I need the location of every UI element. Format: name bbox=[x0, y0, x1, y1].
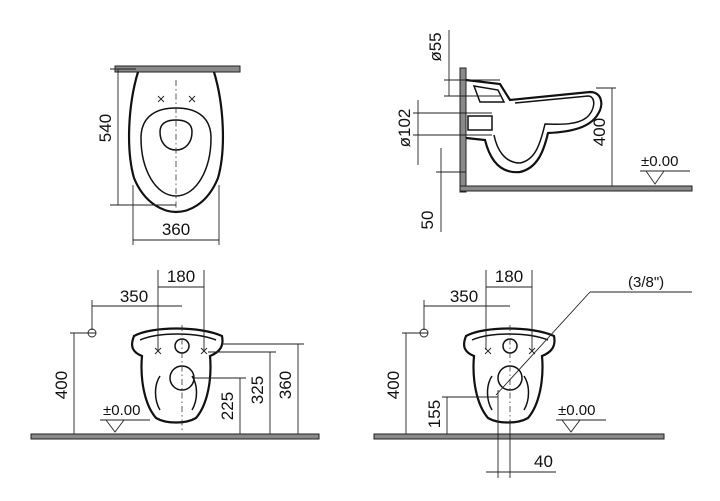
front-left-outlet-height: 225 bbox=[218, 392, 237, 420]
side-view-bowl-outline bbox=[465, 78, 603, 174]
front-left-floor-level: ±0.00 bbox=[103, 402, 140, 419]
front-left-floor bbox=[30, 433, 320, 440]
front-right-center-spacing: 180 bbox=[495, 267, 523, 286]
side-view-inlet bbox=[472, 85, 506, 103]
front-right-side-distance: 350 bbox=[450, 287, 478, 306]
top-view-bolt-left bbox=[157, 95, 165, 103]
top-view-bolt-right bbox=[188, 95, 196, 103]
front-left-bolt-height-a: 325 bbox=[248, 376, 267, 404]
side-view-height: 400 bbox=[590, 118, 609, 146]
side-view-offset: 50 bbox=[418, 211, 437, 230]
front-right-offset: 40 bbox=[534, 452, 553, 471]
side-view-trap bbox=[493, 95, 595, 164]
side-view-inlet-diameter: ø55 bbox=[426, 32, 445, 61]
front-left-rim bbox=[139, 333, 217, 341]
front-left-bolt-left bbox=[154, 347, 162, 355]
side-view-floor bbox=[459, 185, 693, 192]
top-view-depth-label: 540 bbox=[96, 114, 115, 142]
front-left-center-spacing: 180 bbox=[167, 267, 195, 286]
front-right-floor bbox=[373, 433, 665, 440]
front-left-inlet-height: 400 bbox=[52, 371, 71, 399]
front-right-inlet-height: 400 bbox=[384, 371, 403, 399]
top-view-bowl-outline bbox=[128, 71, 224, 214]
front-right-thread-label: (3/8") bbox=[628, 274, 664, 291]
front-left-bolt-height-b: 360 bbox=[276, 371, 295, 399]
front-right-floor-level: ±0.00 bbox=[558, 402, 595, 419]
top-view-width-label: 360 bbox=[162, 220, 190, 239]
top-view-seat bbox=[140, 107, 212, 197]
top-view: 540 360 bbox=[96, 65, 241, 245]
front-left-side-distance: 350 bbox=[120, 287, 148, 306]
front-left-bowl-outline bbox=[131, 327, 224, 424]
side-view-floor-level: ±0.00 bbox=[641, 153, 678, 170]
front-right-thread-leader bbox=[495, 291, 591, 396]
side-view-outlet-pipe bbox=[467, 115, 493, 131]
front-right-inner-lines bbox=[486, 375, 530, 411]
side-view-wall bbox=[459, 67, 467, 193]
top-view-bowl-opening bbox=[159, 119, 193, 151]
front-right-bowl-outline bbox=[463, 327, 556, 424]
side-view-floor-marker bbox=[645, 170, 665, 185]
front-left-floor-marker bbox=[105, 419, 125, 433]
front-left-bolt-right bbox=[200, 347, 208, 355]
front-right-outlet-height: 155 bbox=[425, 400, 444, 428]
front-left-inner-lines bbox=[154, 375, 198, 411]
front-right-view: 180 350 (3/8") 400 155 ±0.00 40 bbox=[373, 267, 692, 478]
side-view: ø55 ø102 400 ±0.00 50 bbox=[395, 30, 693, 232]
front-left-view: 180 350 400 ±0.00 225 325 360 bbox=[30, 267, 320, 440]
side-view-outlet-diameter: ø102 bbox=[395, 109, 414, 148]
front-right-rim bbox=[471, 333, 549, 341]
front-right-floor-marker bbox=[561, 419, 581, 433]
